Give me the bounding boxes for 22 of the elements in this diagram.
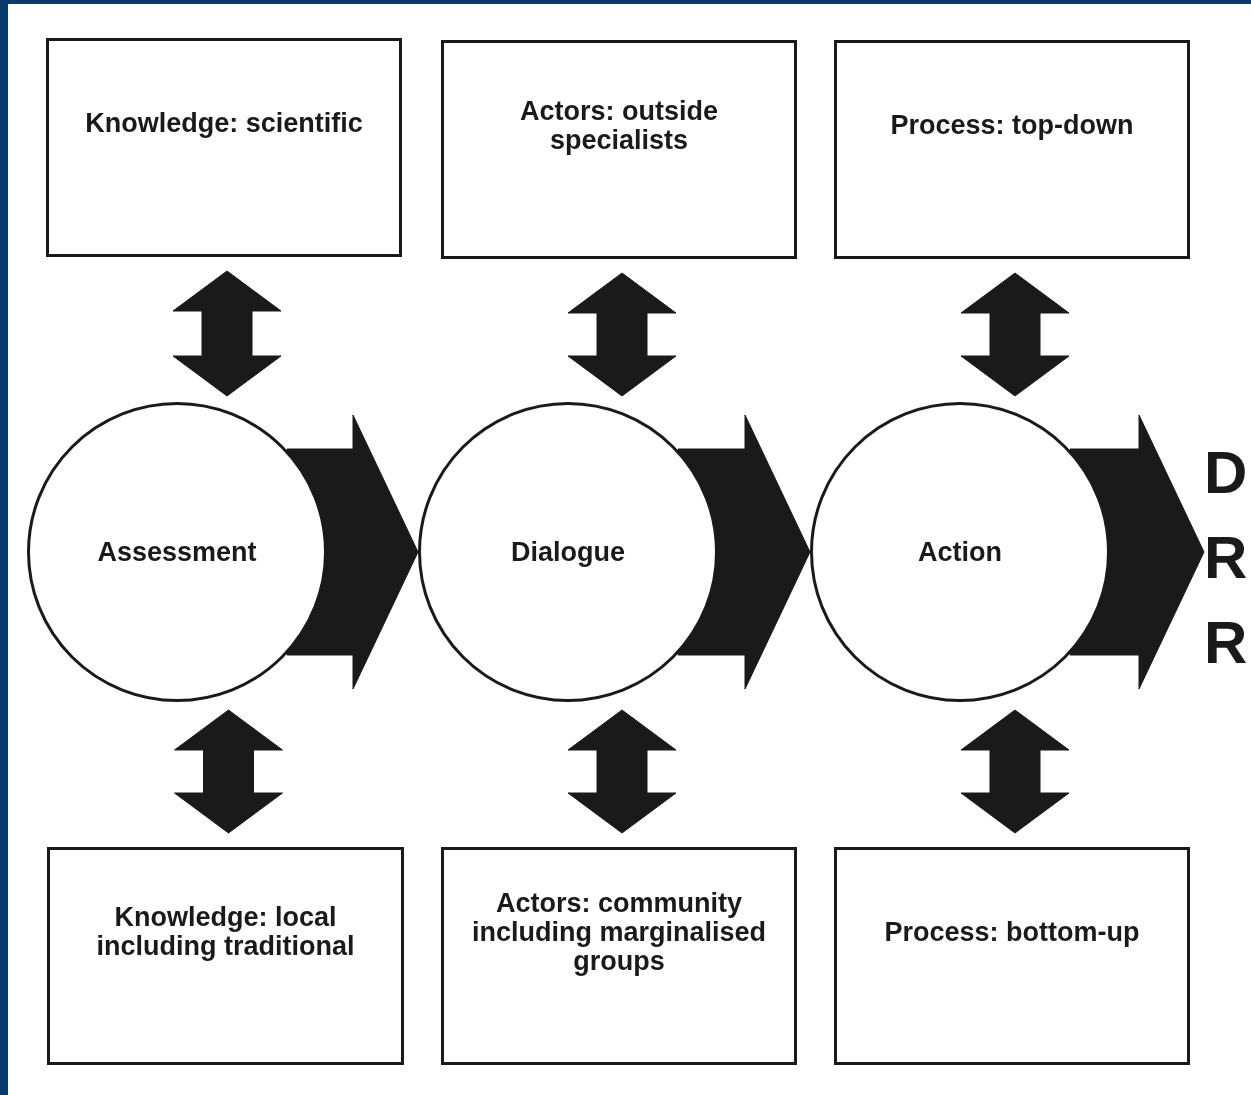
text-box (441, 847, 797, 1065)
block-arrow (567, 272, 677, 397)
block-arrow (172, 270, 282, 397)
block-arrow (567, 709, 677, 834)
text-box (834, 40, 1190, 259)
block-arrow (960, 709, 1070, 834)
stage-label: Assessment (97, 537, 257, 567)
box-label: Process: bottom-up (884, 917, 1140, 947)
box-label: Knowledge: scientific (85, 109, 363, 138)
box-label: Actors: community including marginalised groups (470, 888, 767, 976)
stage-label: Dialogue (511, 537, 625, 567)
text-box (834, 847, 1190, 1065)
text-box (47, 847, 404, 1065)
text-box (441, 40, 797, 259)
block-arrow (174, 709, 283, 834)
text-box (46, 38, 402, 257)
side-label: D R R (1204, 438, 1249, 678)
stage-label: Action (918, 537, 1002, 567)
box-label: Process: top-down (890, 111, 1134, 140)
box-label: Knowledge: local including traditional (95, 903, 356, 961)
box-label: Actors: outside specialists (519, 96, 719, 155)
block-arrow (960, 272, 1070, 397)
